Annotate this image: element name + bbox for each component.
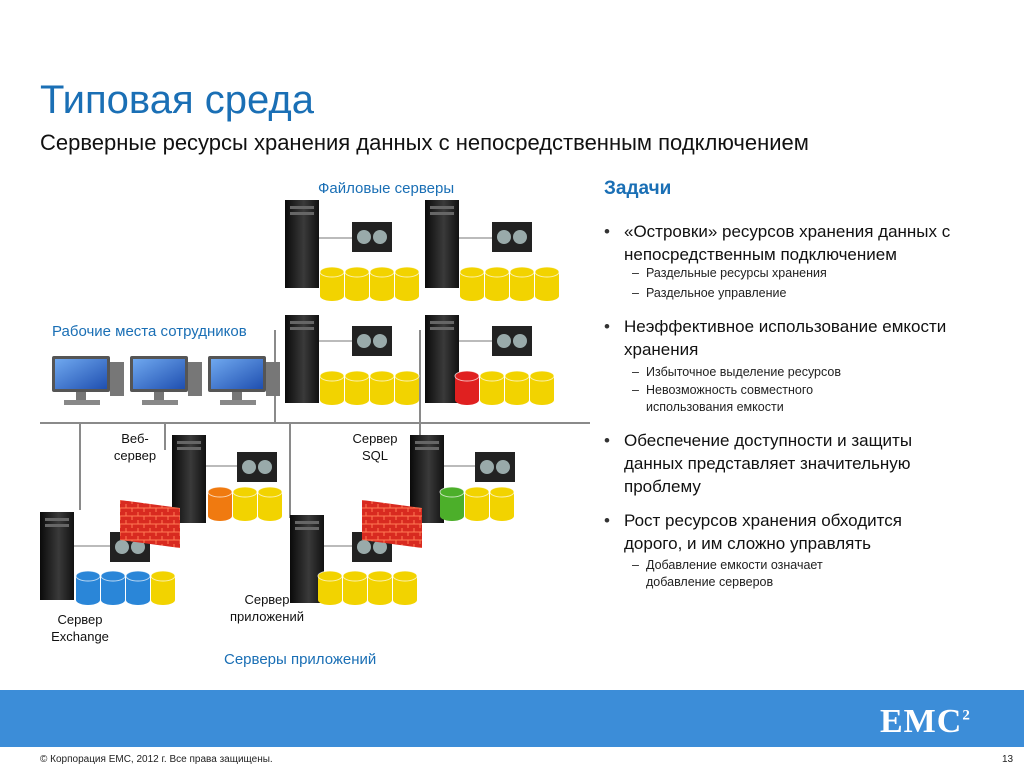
disk-icon [319, 370, 345, 405]
file-servers-label: Файловые серверы [318, 180, 455, 197]
tape-drive-icon [206, 452, 277, 482]
slide-title: Типовая среда [40, 78, 314, 122]
workstation-icon [52, 356, 124, 405]
task-item-2: • Неэффективное использование емкости хр… [604, 315, 1004, 361]
disk-icon [504, 370, 530, 405]
task-sub-item: –Раздельное управление [632, 286, 787, 300]
disk-icon [344, 370, 370, 405]
disk-icon [459, 266, 485, 301]
disk-icon [207, 486, 233, 521]
tape-drive-icon [459, 326, 532, 356]
exchange-server-label: Сервер Exchange [51, 612, 109, 644]
task-text: «Островки» ресурсов хранения данных с не… [624, 222, 951, 264]
file-server-3-icon [285, 315, 319, 403]
disk-icon [509, 266, 535, 301]
disk-icon [100, 570, 126, 605]
disk-icon [75, 570, 101, 605]
disk-icon [529, 370, 555, 405]
disk-icon [479, 370, 505, 405]
disk-icon [367, 570, 393, 605]
disk-icon [150, 570, 176, 605]
disk-icon [232, 486, 258, 521]
disk-icon [319, 266, 345, 301]
task-sub-item: –Невозможность совместного использования… [632, 383, 814, 414]
tape-drive-icon [319, 326, 392, 356]
storage-diagram [40, 200, 590, 605]
app-servers-label: Серверы приложений [224, 651, 377, 668]
disk-icon [489, 486, 515, 521]
task-text: Обеспечение доступности и защиты данных … [624, 431, 913, 496]
disk-icon [344, 266, 370, 301]
disk-arrays [75, 266, 560, 605]
web-server-label: Веб- сервер [113, 431, 157, 463]
task-sub-item: –Добавление емкости означает добавление … [632, 558, 823, 589]
task-item-1: • «Островки» ресурсов хранения данных с … [604, 220, 1004, 266]
bullet-icon: • [604, 431, 610, 450]
disk-icon [464, 486, 490, 521]
disk-icon [125, 570, 151, 605]
tape-drive-icon [444, 452, 515, 482]
disk-icon [317, 570, 343, 605]
file-server-2-icon [425, 200, 459, 288]
emc-logo: EMC2 [880, 703, 971, 740]
app-server-label: Сервер приложений [230, 592, 304, 624]
disk-icon [369, 370, 395, 405]
workstations-label: Рабочие места сотрудников [52, 323, 247, 340]
disk-icon [342, 570, 368, 605]
task-item-3: • Обеспечение доступности и защиты данны… [604, 429, 924, 498]
task-sub-item: –Избыточное выделение ресурсов [632, 365, 841, 379]
bullet-icon: • [604, 511, 610, 530]
disk-icon [439, 486, 465, 521]
disk-icon [394, 266, 420, 301]
tasks-heading: Задачи [604, 178, 672, 199]
disk-icon [454, 370, 480, 405]
file-server-1-icon [285, 200, 319, 288]
tape-drive-icon [459, 222, 532, 252]
footer-bar [0, 690, 1024, 747]
workstation-icon [208, 356, 280, 405]
file-server-4-icon [425, 315, 459, 403]
tape-drive-icon [319, 222, 392, 252]
slide-subtitle: Серверные ресурсы хранения данных с непо… [40, 130, 809, 155]
bullet-icon: • [604, 222, 610, 241]
firewall-icon [362, 500, 422, 548]
disk-icon [534, 266, 560, 301]
firewall-icon [120, 500, 180, 548]
disk-icon [392, 570, 418, 605]
page-number: 13 [1002, 754, 1014, 765]
exchange-server-icon [40, 512, 74, 600]
bullet-icon: • [604, 317, 610, 336]
task-sub-item: –Раздельные ресурсы хранения [632, 266, 827, 280]
copyright-text: © Корпорация EMC, 2012 г. Все права защи… [40, 754, 273, 765]
disk-icon [369, 266, 395, 301]
task-text: Неэффективное использование емкости хран… [624, 317, 947, 359]
disk-icon [257, 486, 283, 521]
disk-icon [484, 266, 510, 301]
task-text: Рост ресурсов хранения обходится дорого,… [624, 511, 902, 553]
workstation-icon [130, 356, 202, 405]
task-item-4: • Рост ресурсов хранения обходится дорог… [604, 509, 964, 555]
disk-icon [394, 370, 420, 405]
sql-server-label: Сервер SQL [352, 431, 398, 463]
